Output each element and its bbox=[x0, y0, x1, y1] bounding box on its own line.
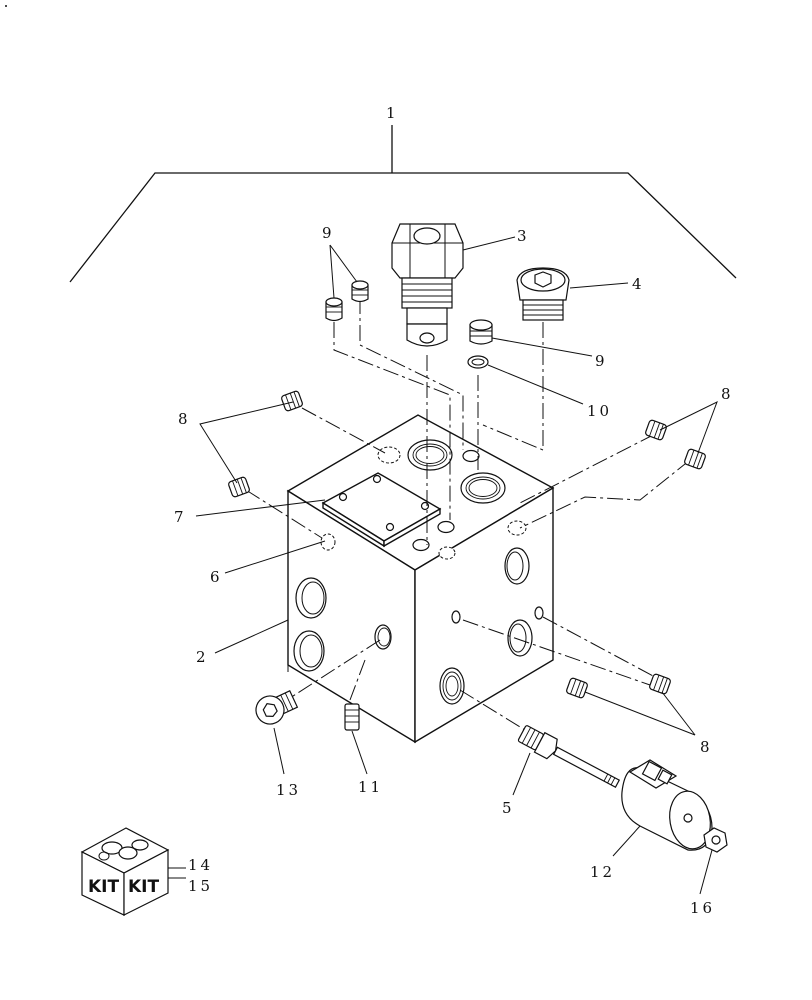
callout-11: 11 bbox=[358, 778, 383, 796]
kit-box-icon: KIT KIT bbox=[80, 827, 186, 916]
callout-9-left: 9 bbox=[322, 224, 335, 242]
fitting-stud bbox=[344, 703, 360, 731]
o-ring bbox=[467, 355, 489, 369]
hex-socket-plug bbox=[255, 690, 299, 725]
corner-mark bbox=[5, 5, 7, 7]
callout-3: 3 bbox=[517, 227, 530, 245]
plug bbox=[516, 267, 570, 321]
leader-lines bbox=[195, 236, 718, 895]
callout-9-right: 9 bbox=[595, 352, 608, 370]
callout-8-bottom: 8 bbox=[700, 738, 713, 756]
callout-1: 1 bbox=[386, 104, 399, 122]
cover-plate bbox=[321, 472, 442, 548]
callout-7: 7 bbox=[174, 508, 187, 526]
callout-8-right: 8 bbox=[721, 385, 734, 403]
solenoid-coil bbox=[621, 759, 713, 851]
assembly-centre-lines bbox=[245, 298, 691, 731]
kit-label-right: KIT bbox=[128, 877, 159, 897]
top-face-ports bbox=[320, 439, 527, 560]
callout-16: 16 bbox=[690, 899, 715, 917]
callout-5: 5 bbox=[502, 799, 515, 817]
callout-8-left: 8 bbox=[178, 410, 191, 428]
callout-10: 10 bbox=[587, 402, 612, 420]
callout-13: 13 bbox=[276, 781, 301, 799]
hex-nut bbox=[703, 827, 728, 853]
callout-6: 6 bbox=[210, 568, 223, 586]
assembly-bracket bbox=[69, 125, 737, 283]
callout-15: 15 bbox=[188, 877, 213, 895]
set-screw-plugs bbox=[325, 280, 493, 345]
callout-14: 14 bbox=[188, 856, 213, 874]
port-plugs bbox=[228, 390, 706, 699]
solenoid-valve-stem bbox=[517, 725, 621, 789]
callout-12: 12 bbox=[590, 863, 615, 881]
kit-label-left: KIT bbox=[88, 877, 119, 897]
callout-labels: 1 2 3 4 5 6 7 8 8 8 9 9 10 11 12 13 14 1… bbox=[174, 104, 734, 917]
cartridge-valve bbox=[391, 223, 464, 347]
right-face-ports bbox=[439, 547, 544, 705]
callout-4: 4 bbox=[632, 275, 645, 293]
left-face-ports bbox=[293, 577, 392, 672]
callout-2: 2 bbox=[196, 648, 209, 666]
